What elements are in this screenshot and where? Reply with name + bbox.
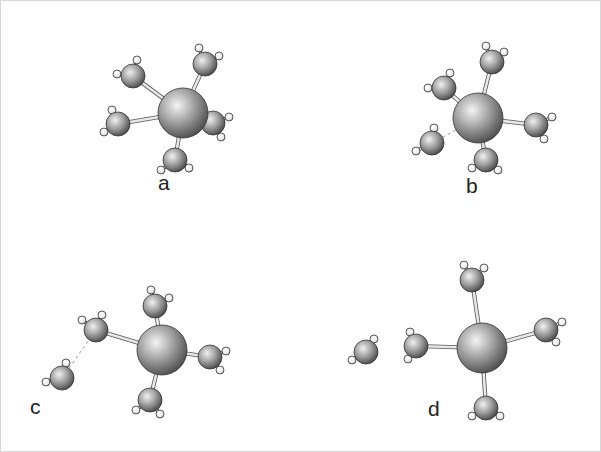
oxygen-atom xyxy=(138,388,162,412)
metal-atom xyxy=(457,323,507,373)
oxygen-atom xyxy=(106,112,130,136)
hydrogen-atom xyxy=(482,42,490,50)
oxygen-atom xyxy=(420,131,444,155)
oxygen-atom xyxy=(404,334,428,358)
oxygen-atom xyxy=(480,50,504,74)
hydrogen-atom xyxy=(133,56,141,64)
hydrogen-atom xyxy=(412,147,420,155)
hydrogen-atom xyxy=(98,311,106,319)
hydrogen-atom xyxy=(132,406,140,414)
hydrogen-atom xyxy=(147,286,155,294)
metal-atom xyxy=(453,93,503,143)
hydrogen-atom xyxy=(558,318,566,326)
hydrogen-atom xyxy=(548,113,556,121)
hydrogen-atom xyxy=(113,70,121,78)
oxygen-atom xyxy=(84,318,108,342)
hydrogen-atom xyxy=(42,378,50,386)
oxygen-atom xyxy=(474,396,498,420)
panel-label: c xyxy=(30,396,41,417)
oxygen-atom xyxy=(121,64,145,88)
hydrogen-atom xyxy=(216,366,224,374)
oxygen-atom xyxy=(193,52,217,76)
hydrogen-atom xyxy=(195,44,203,52)
hydrogen-atom xyxy=(480,264,488,272)
oxygen-atom xyxy=(354,340,378,364)
panel-label: b xyxy=(466,175,478,196)
metal-atom xyxy=(137,325,187,375)
hydrogen-atom xyxy=(156,410,164,418)
oxygen-atom xyxy=(198,345,222,369)
oxygen-atom xyxy=(524,113,548,137)
hydrogen-atom xyxy=(446,69,454,77)
oxygen-atom xyxy=(460,268,484,292)
hydrogen-atom xyxy=(225,113,233,121)
hydrogen-atom xyxy=(222,347,230,355)
molecules xyxy=(42,42,566,420)
metal-atom xyxy=(158,88,208,138)
oxygen-atom xyxy=(163,148,187,172)
hydrogen-atom xyxy=(78,316,86,324)
panel-label: a xyxy=(158,172,170,193)
oxygen-atom xyxy=(143,294,167,318)
oxygen-atom xyxy=(534,318,558,342)
panel-label: d xyxy=(428,398,440,419)
hydrogen-atom xyxy=(424,84,432,92)
hydrogen-atom xyxy=(460,261,468,269)
oxygen-atom xyxy=(50,366,74,390)
oxygen-atom xyxy=(432,76,456,100)
oxygen-atom xyxy=(474,148,498,172)
